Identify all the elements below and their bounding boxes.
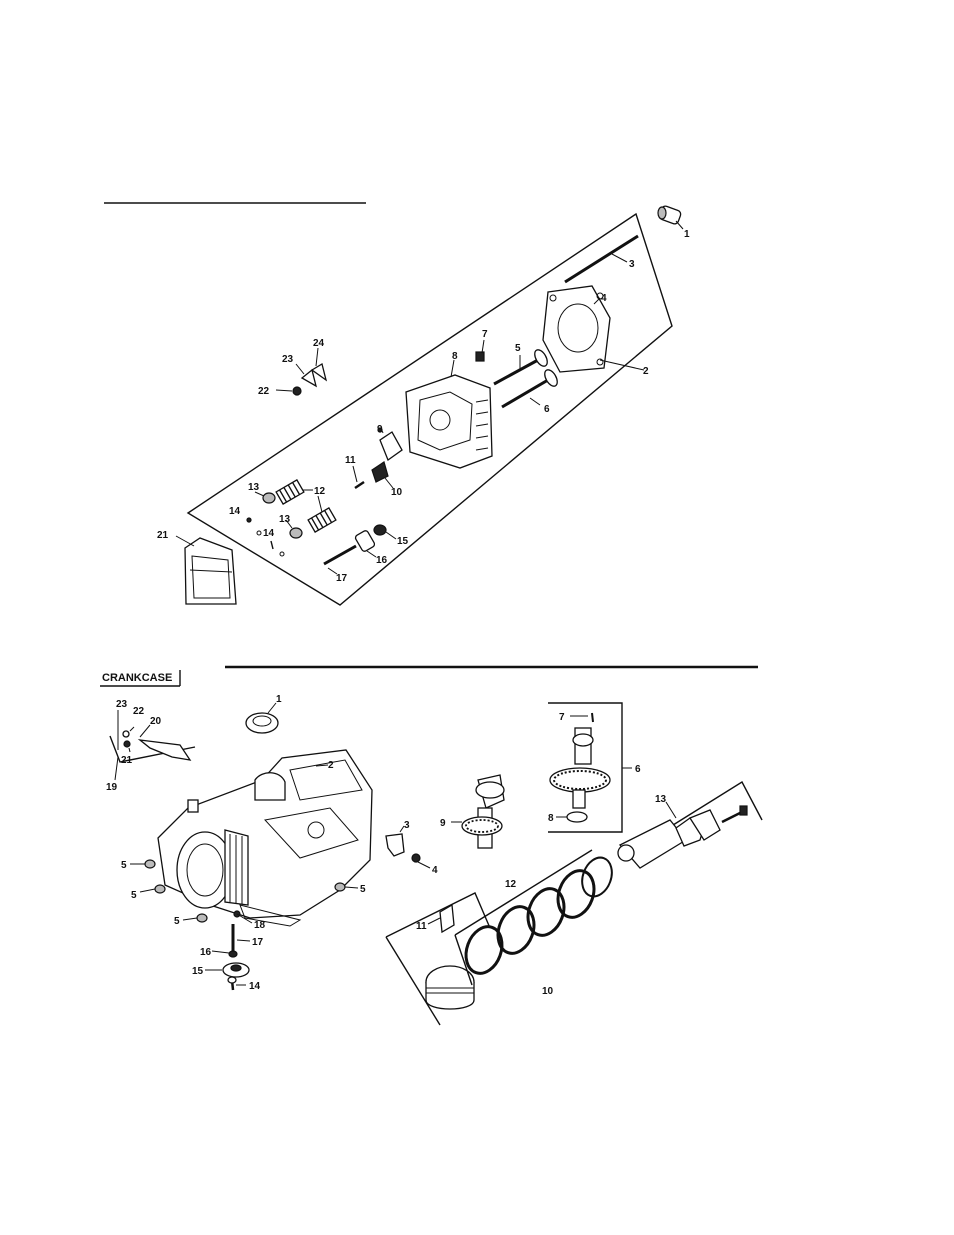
- part-5-intake-valve: [494, 348, 550, 384]
- callout-7: 7: [559, 712, 565, 723]
- part-4-head-gasket: [543, 286, 610, 372]
- part-5-plug: [145, 860, 155, 868]
- part-23-bracket: [302, 370, 316, 386]
- part-9-crankshaft: [462, 775, 504, 848]
- callout-11: 11: [416, 921, 427, 932]
- part-5-plug: [155, 885, 165, 893]
- part-3-bracket: [386, 834, 404, 856]
- callout-13: 13: [248, 482, 260, 493]
- part-21-oring: [124, 741, 130, 747]
- callout-1: 1: [684, 229, 690, 240]
- callout-14: 14: [263, 528, 275, 539]
- callout-3: 3: [404, 820, 410, 831]
- part-22-cap: [123, 731, 129, 737]
- part-15-nut: [374, 525, 386, 535]
- callout-19: 19: [106, 782, 118, 793]
- part-1-breather-tube: [658, 205, 682, 225]
- callout-12: 12: [314, 486, 326, 497]
- section-title: CRANKCASE: [102, 672, 172, 684]
- callout-20: 20: [150, 716, 162, 727]
- part-5-plug: [197, 914, 207, 922]
- callout-8: 8: [452, 351, 458, 362]
- callout-18: 18: [254, 920, 266, 931]
- callout-15: 15: [397, 536, 409, 547]
- callout-21: 21: [157, 530, 169, 541]
- callout-14: 14: [249, 981, 261, 992]
- part-7-pin: [592, 713, 593, 722]
- part-16-washer: [229, 951, 237, 957]
- callout-7: 7: [482, 329, 488, 340]
- part-13-retainer: [290, 528, 302, 538]
- part-17-head-bolt: [324, 546, 356, 564]
- part-8-washer: [567, 812, 587, 822]
- part-22-screw: [293, 387, 301, 395]
- callout-14: 14: [229, 506, 241, 517]
- callout-4: 4: [432, 865, 438, 876]
- callout-8: 8: [548, 813, 554, 824]
- part-14-keeper: [247, 518, 251, 522]
- callout-23: 23: [282, 354, 294, 365]
- cylinder-head-section: 1 2 3 4 5 6 7 8 9 10 11 12 13 13 14 14 1…: [104, 203, 690, 605]
- callout-9: 9: [377, 424, 383, 435]
- callout-12: 12: [505, 879, 517, 890]
- callout-10: 10: [542, 986, 554, 997]
- callout-6: 6: [544, 404, 550, 415]
- callout-16: 16: [376, 555, 388, 566]
- part-12-piston-rings: [455, 850, 617, 985]
- callout-22: 22: [258, 386, 270, 397]
- callout-2: 2: [643, 366, 649, 377]
- callout-5: 5: [174, 916, 180, 927]
- part-13-retainer: [263, 493, 275, 503]
- part-10-rocker-arm: [372, 432, 402, 482]
- part-2-crankcase: [158, 750, 372, 926]
- part-14-pin: [271, 541, 273, 549]
- callout-5: 5: [360, 884, 366, 895]
- callout-13: 13: [279, 514, 291, 525]
- part-11-adjusting-screw: [355, 482, 364, 488]
- callout-5: 5: [131, 890, 137, 901]
- callout-9: 9: [440, 818, 446, 829]
- callout-4: 4: [601, 293, 607, 304]
- part-6-camshaft: [550, 728, 610, 808]
- callout-5: 5: [515, 343, 521, 354]
- part-14-keeper: [257, 531, 261, 535]
- part-21-valve-cover: [185, 538, 236, 604]
- part-3-push-rod: [565, 236, 638, 282]
- part-4-screw: [412, 854, 420, 862]
- part-10-piston: [426, 966, 474, 1009]
- part-14-screw-head: [228, 977, 236, 983]
- callout-15: 15: [192, 966, 204, 977]
- callout-24: 24: [313, 338, 325, 349]
- callout-13: 13: [655, 794, 667, 805]
- callout-2: 2: [328, 760, 334, 771]
- callout-1: 1: [276, 694, 282, 705]
- part-1-oil-seal: [246, 713, 278, 733]
- callout-11: 11: [345, 455, 356, 466]
- piston-group-bracket: [386, 893, 490, 937]
- part-15-governor-gear: [223, 963, 249, 977]
- callout-5: 5: [121, 860, 127, 871]
- part-5-plug: [335, 883, 345, 891]
- part-14-keeper: [280, 552, 284, 556]
- callout-10: 10: [391, 487, 403, 498]
- crankcase-section: CRANKCASE: [100, 667, 762, 1025]
- callout-22: 22: [133, 706, 145, 717]
- callout-23: 23: [116, 699, 128, 710]
- part-16-spacer: [354, 530, 375, 553]
- part-7-valve-seal: [476, 352, 484, 361]
- callout-3: 3: [629, 259, 635, 270]
- callout-16: 16: [200, 947, 212, 958]
- part-8-cylinder-head: [406, 375, 492, 468]
- callout-21: 21: [121, 755, 133, 766]
- callout-6: 6: [635, 764, 641, 775]
- callout-17: 17: [336, 573, 348, 584]
- callout-17: 17: [252, 937, 264, 948]
- part-13-connecting-rod: [618, 806, 747, 868]
